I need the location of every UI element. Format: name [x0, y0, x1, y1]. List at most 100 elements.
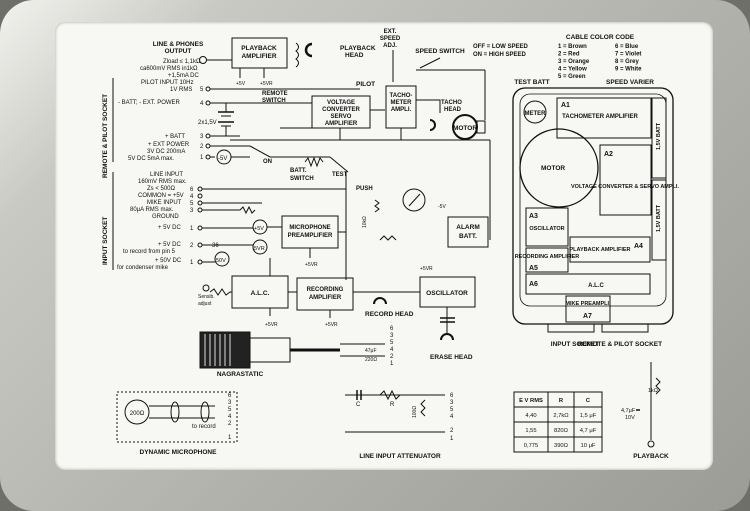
- r10k-text: 10kΩ: [362, 216, 368, 228]
- table-cell: 820Ω: [554, 428, 569, 434]
- layout-batt-label-2: 1,5V BATT: [656, 204, 662, 232]
- cable-color-entry: 4 = Yellow: [558, 67, 587, 73]
- playback-amp-label-2: AMPLIFIER: [241, 53, 276, 60]
- test-meter-icon: [402, 188, 426, 212]
- sensib-adjust-icon[interactable]: [202, 284, 210, 292]
- voltage-converter-block: [311, 95, 371, 129]
- svg-text:4: 4: [228, 414, 232, 420]
- tacho-head-label-2: HEAD: [444, 107, 462, 113]
- line-phones-label: LINE & PHONES: [153, 41, 204, 48]
- record-head-icon: [373, 297, 387, 305]
- playback-head-icon: [304, 42, 313, 58]
- table-cell: 10 μF: [581, 443, 596, 449]
- table-header-cell: C: [586, 398, 591, 404]
- 50v-supply-icon: [214, 251, 230, 267]
- tacho-amp-label: TACHO-: [390, 93, 413, 99]
- ext-power-label-3: 5V DC 5mA max.: [128, 156, 174, 162]
- alarm-batt-block: [447, 216, 489, 248]
- nagrastatic-mic-tail: [249, 337, 291, 363]
- cable-color-entry: 1 = Brown: [558, 44, 587, 50]
- speed-switch-icon: [419, 57, 441, 69]
- layout-a4-box: [569, 236, 651, 263]
- tacho-amp-label-3: AMPLI.: [391, 107, 412, 113]
- erase-head-icon: [440, 333, 454, 341]
- v10-text: 10V: [625, 415, 635, 421]
- svg-text:1: 1: [200, 155, 204, 161]
- cap-220-text: 220Ω: [365, 357, 377, 363]
- layout-a2-box: [599, 144, 652, 216]
- voltage-conv-label-4: AMPLIFIER: [325, 121, 358, 127]
- svg-text:3: 3: [228, 400, 232, 406]
- alarm-label-2: BATT.: [459, 233, 477, 240]
- layout-a5-id: A5: [529, 265, 538, 272]
- cable-color-entry: 6 = Blue: [615, 44, 639, 50]
- layout-a2-id: A2: [604, 151, 613, 158]
- playback-output-jack-icon: [647, 440, 655, 448]
- layout-a5-box: [525, 247, 569, 273]
- pilot-input-label-2: 1V RMS: [170, 87, 192, 93]
- attenuator-pins: 6 3 5 4 2 1: [450, 393, 454, 442]
- v50-text: 50V: [216, 258, 226, 264]
- motor-label: MOTOR: [453, 125, 477, 132]
- ext-speed-label: EXT.: [384, 29, 397, 35]
- batt-switch-label: BATT.: [290, 168, 307, 174]
- to-record-label: to record: [192, 424, 216, 430]
- table-cell: 4,40: [525, 413, 536, 419]
- layout-a6-label: A.L.C: [588, 283, 604, 289]
- svg-text:3: 3: [200, 134, 204, 140]
- pilot-input-label: PILOT INPUT 10Hz: [141, 80, 193, 86]
- layout-a1-id: A1: [561, 102, 570, 109]
- nagrastatic-label: NAGRASTATIC: [217, 371, 264, 378]
- plus5vr-text-2: +5VR: [305, 262, 318, 268]
- condenser-label: for condenser mike: [117, 265, 169, 271]
- remote-switch-label: REMOTE: [262, 91, 288, 97]
- line-phones-label-2: OUTPUT: [165, 48, 192, 55]
- cable-color-entry: 8 = Grey: [615, 59, 640, 65]
- layout-a4-label: PLAYBACK AMPLIFIER: [569, 247, 630, 253]
- pilot-label: PILOT: [356, 81, 375, 88]
- svg-text:4: 4: [450, 414, 454, 420]
- svg-text:36: 36: [212, 243, 219, 249]
- layout-battery-1: [651, 97, 667, 179]
- layout-a3-id: A3: [529, 213, 538, 220]
- r200-text: 200Ω: [130, 411, 145, 417]
- off-low-label: OFF = LOW SPEED: [473, 44, 529, 50]
- table-cell: 2,7kΩ: [553, 413, 569, 419]
- svg-text:2: 2: [390, 354, 394, 360]
- playback-head-coil-icon: [295, 42, 299, 68]
- svg-text:-5V: -5V: [218, 156, 227, 162]
- svg-text:2: 2: [200, 144, 204, 150]
- layout-meter-label: METER: [525, 111, 547, 117]
- recording-amplifier-block: [296, 277, 354, 311]
- playback-head-label: PLAYBACK: [340, 45, 376, 52]
- plus5v-text: +5V: [236, 81, 246, 87]
- res-r-text: R: [390, 402, 395, 408]
- voltage-conv-label-3: SERVO: [331, 114, 352, 120]
- table-cell: 1,55: [525, 428, 536, 434]
- svg-text:2: 2: [228, 421, 232, 427]
- layout-a3-label: OSCILLATOR: [529, 226, 564, 232]
- rec-amp-label: RECORDING: [307, 287, 344, 293]
- svg-text:3: 3: [390, 333, 394, 339]
- layout-input-socket: [547, 323, 595, 333]
- layout-motor-icon: [519, 128, 599, 208]
- layout-a7-id: A7: [583, 313, 592, 320]
- svg-text:5VR: 5VR: [254, 246, 265, 252]
- nagrastatic-pins: 6 3 5 4 2 1: [390, 326, 394, 367]
- 5vr-supply-icon: [252, 239, 268, 255]
- table-header-cell: R: [559, 398, 564, 404]
- cable-color-entry: 7 = Violet: [615, 52, 641, 58]
- svg-text:5: 5: [190, 201, 194, 207]
- cable-color-entry: 3 = Orange: [558, 59, 590, 65]
- line-input-label-3: Zs < 500Ω: [147, 186, 176, 192]
- minus5v-text: -5V: [438, 204, 446, 210]
- sensib-label: Sensib.: [198, 294, 215, 300]
- cells-label: 2x1,5V: [198, 120, 217, 126]
- table-header-cell: E V RMS: [519, 398, 543, 404]
- voltage-conv-label: VOLTAGE: [327, 100, 355, 106]
- playback-amp-label: PLAYBACK: [241, 45, 277, 52]
- plus5vr-text-4: +5VR: [325, 322, 338, 328]
- table-cell: 1,5 μF: [580, 413, 597, 419]
- ext-power-label: + EXT POWER: [148, 142, 190, 148]
